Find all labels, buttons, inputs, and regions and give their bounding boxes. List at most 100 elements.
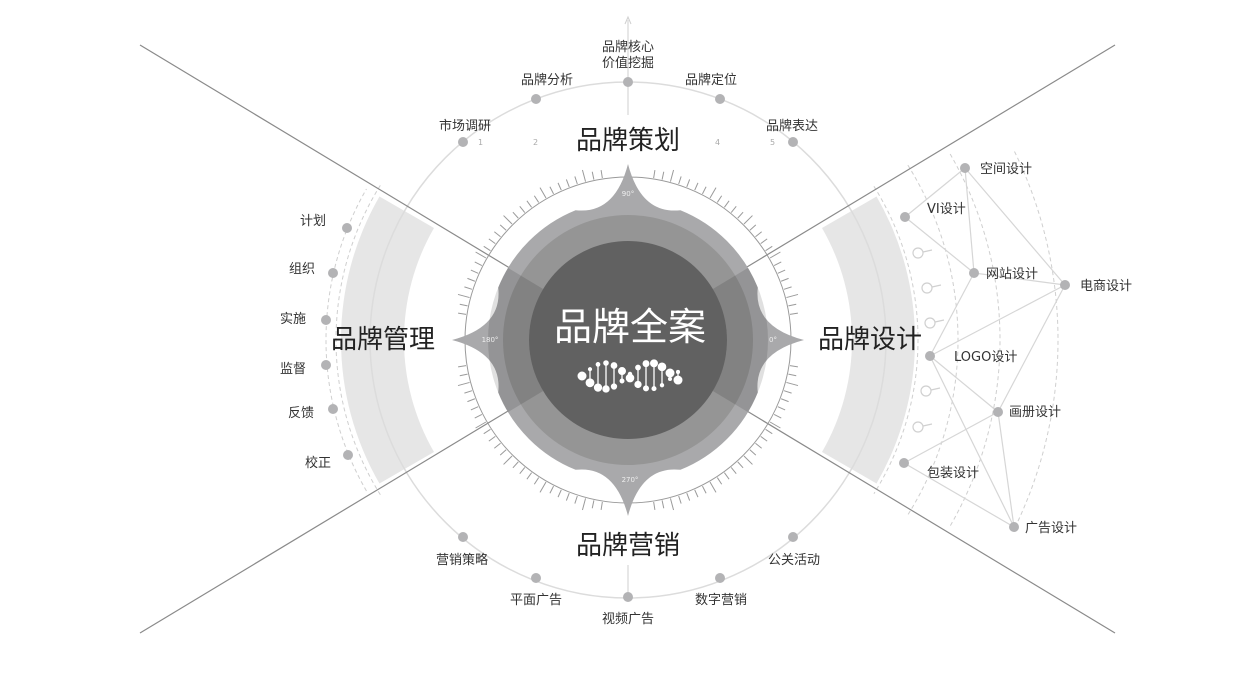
tick-mark [780, 277, 789, 282]
planning-node-label: 价值挖掘 [602, 55, 654, 71]
planning-node-label: 市场调研 [439, 118, 491, 134]
side-sector-shade [488, 267, 768, 413]
tick-mark [533, 477, 540, 485]
management-band [341, 196, 435, 484]
tick-mark [519, 467, 526, 474]
tick-mark [661, 171, 665, 180]
tick-mark [769, 251, 781, 259]
tick-mark [499, 449, 507, 456]
tick-mark [723, 472, 730, 480]
design-nodes [899, 163, 1070, 532]
step-number: 1 [478, 138, 483, 147]
design-node [899, 458, 909, 468]
tick-mark [709, 187, 717, 199]
tick-mark [669, 169, 675, 182]
dna-dot [595, 362, 601, 367]
tick-mark [600, 501, 603, 510]
management-node-label: 反馈 [288, 406, 314, 421]
design-node-label: 包装设计 [927, 466, 979, 481]
design-node-label: 网站设计 [986, 267, 1038, 282]
tick-mark [494, 231, 501, 238]
tick-mark [755, 442, 762, 449]
management-node [343, 450, 353, 460]
tick-mark [512, 461, 519, 469]
design-connection [973, 272, 1066, 286]
design-node [1060, 280, 1070, 290]
management-title: 品牌管理 [331, 325, 435, 355]
step-number: 2 [533, 138, 538, 147]
management-node-label: 计划 [300, 214, 326, 229]
design-connection [929, 272, 975, 357]
dashed-arc [907, 164, 959, 516]
dna-dot [634, 380, 642, 389]
tick-mark [783, 390, 792, 394]
dna-dot [635, 364, 641, 371]
tick-mark [702, 186, 707, 195]
tick-mark [661, 500, 665, 509]
tick-mark [533, 195, 540, 203]
tick-mark [483, 428, 491, 435]
tick-mark [773, 261, 782, 266]
node-stub [922, 423, 933, 427]
management-node-label: 组织 [289, 262, 315, 277]
marketing-node-label: 公关活动 [768, 553, 820, 568]
tick-mark [737, 461, 744, 469]
tick-mark [716, 195, 723, 203]
dna-dot [675, 369, 681, 374]
tick-mark [459, 373, 468, 377]
dna-dot [673, 375, 683, 385]
tick-mark [777, 406, 786, 411]
tick-mark [539, 187, 547, 199]
design-empty-nodes [912, 247, 945, 433]
tick-mark [786, 381, 799, 387]
tick-mark [458, 312, 467, 315]
tick-mark [464, 390, 473, 394]
empty-node [920, 385, 932, 397]
marketing-node-label: 视频广告 [602, 612, 654, 627]
design-connections [903, 167, 1066, 528]
tick-mark [789, 365, 798, 368]
tick-mark [789, 312, 798, 315]
tick-mark [723, 200, 730, 208]
management-node [321, 315, 331, 325]
tick-mark [749, 224, 757, 231]
tick-mark [457, 293, 470, 299]
tick-mark [574, 176, 578, 185]
dna-dot [625, 373, 635, 383]
dna-dot [619, 378, 625, 384]
dna-dot [580, 374, 584, 378]
design-title: 品牌设计 [818, 325, 922, 355]
management-node [342, 223, 352, 233]
center-title: 品牌全案 [554, 305, 706, 349]
tick-mark [503, 215, 513, 225]
planning-node [531, 94, 541, 104]
degree-270: 270° [622, 476, 639, 484]
node-stub [930, 387, 941, 391]
tick-mark [457, 381, 470, 387]
marketing-node [715, 573, 725, 583]
dna-dot [585, 378, 595, 388]
tick-mark [773, 414, 782, 419]
tick-mark [512, 211, 519, 219]
tick-mark [565, 179, 570, 188]
tick-mark [483, 245, 491, 252]
tick-mark [769, 421, 781, 429]
management-node [328, 268, 338, 278]
empty-node [924, 317, 936, 329]
management-node [328, 404, 338, 414]
tick-mark [709, 481, 717, 493]
degree-180: 180° [482, 336, 499, 344]
tick-mark [777, 269, 786, 274]
arrow-up-icon [624, 15, 632, 25]
tick-mark [581, 169, 587, 182]
tick-mark [780, 398, 789, 403]
tick-mark [499, 224, 507, 231]
tick-mark [686, 492, 691, 501]
marketing-title: 品牌营销 [576, 531, 680, 561]
design-connection [929, 355, 999, 413]
tick-mark [488, 435, 496, 442]
planning-node-label: 品牌表达 [766, 118, 818, 134]
planning-nodes [458, 77, 798, 147]
tick-mark [474, 261, 483, 266]
